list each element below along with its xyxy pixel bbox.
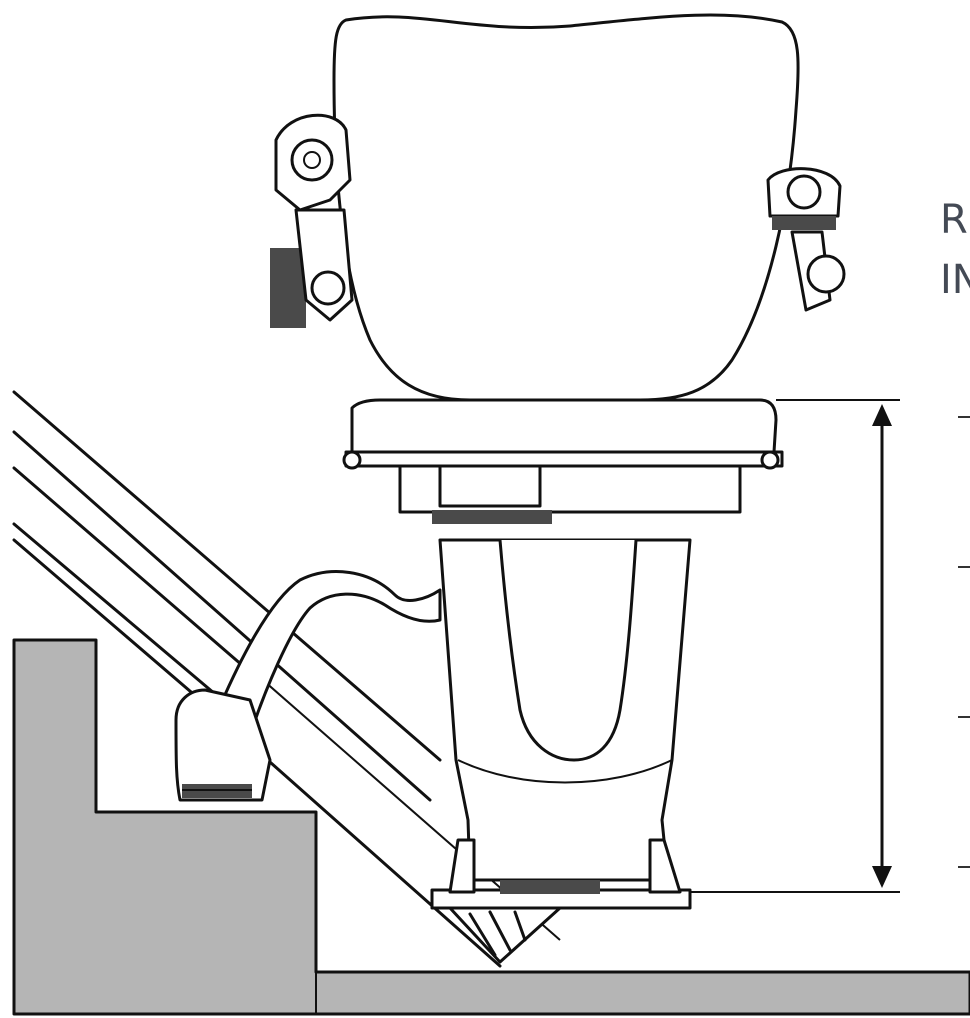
right-armrest <box>766 167 846 312</box>
stairlift-seat-icon <box>332 13 800 402</box>
scale-tick <box>958 566 970 568</box>
scale-tick <box>958 716 970 718</box>
scale-tick <box>958 416 970 418</box>
side-label-line-2: IN <box>940 257 970 303</box>
rail-carriage-arm <box>174 570 442 802</box>
left-armrest <box>270 113 354 328</box>
footrest <box>430 838 692 964</box>
stair-rail <box>12 390 561 968</box>
seat-base <box>342 398 784 524</box>
height-dimension-arrow-icon <box>690 399 900 893</box>
stairs <box>12 638 970 1016</box>
side-label-line-1: R <box>940 197 968 243</box>
scale-tick <box>958 866 970 868</box>
seat-column <box>438 538 692 882</box>
